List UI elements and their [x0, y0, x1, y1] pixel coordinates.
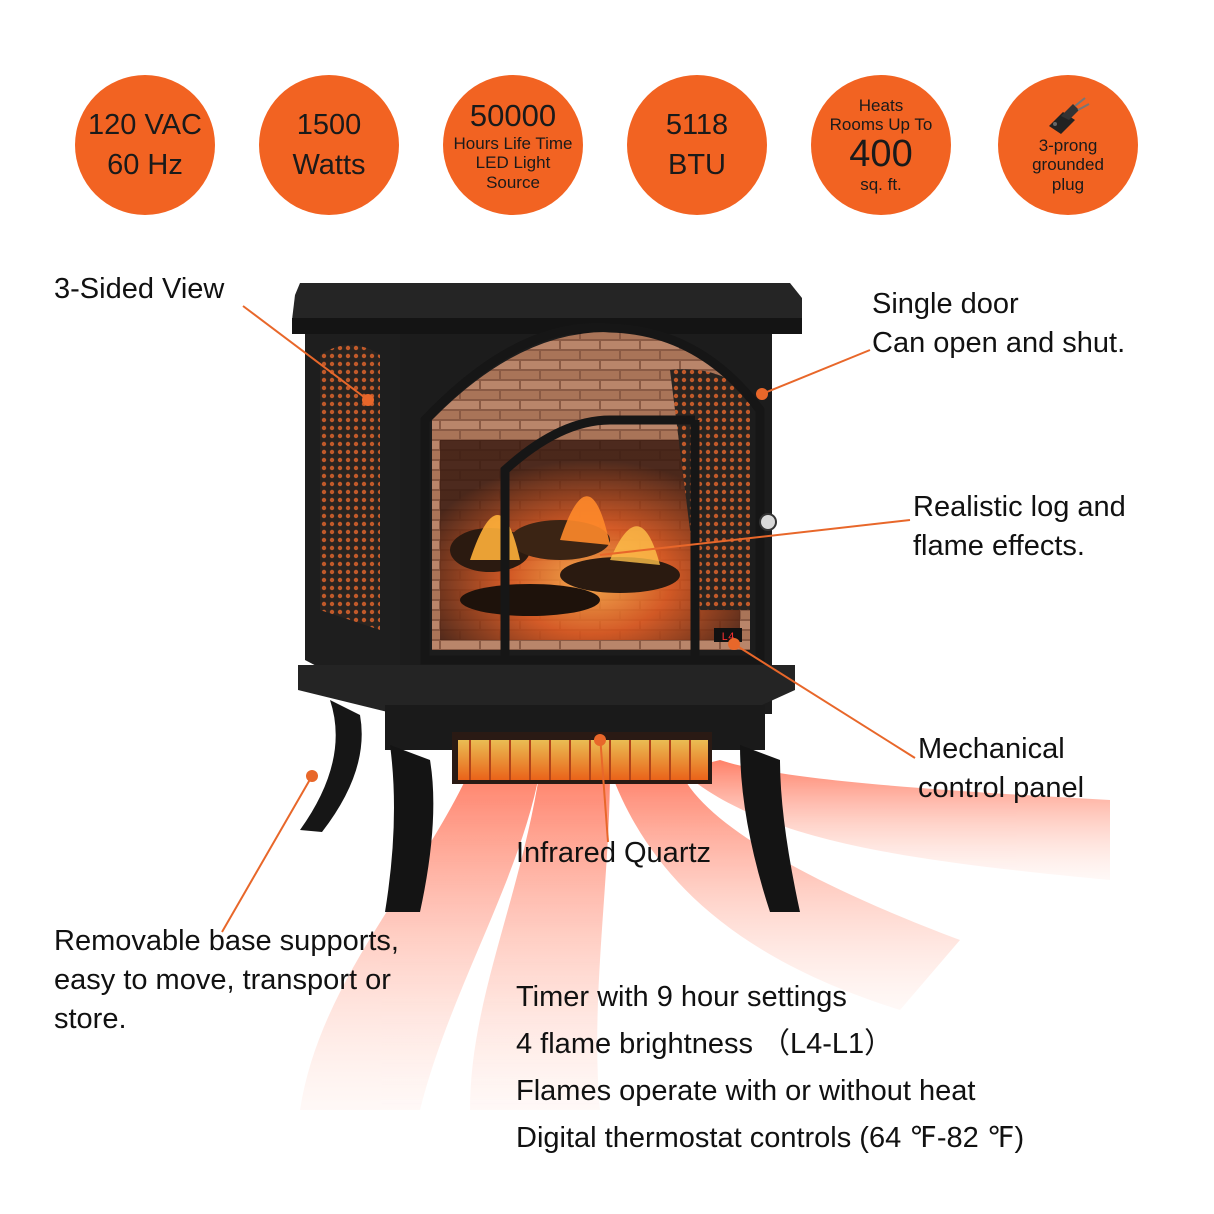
- badge-line: 50000: [469, 97, 557, 133]
- btu-badge: 5118 BTU: [627, 75, 767, 215]
- badge-line: 5118: [665, 108, 729, 141]
- badge-line: 3-prong: [1038, 135, 1098, 155]
- wattage-badge: 1500 Watts: [259, 75, 399, 215]
- badge-line: 60 Hz: [107, 149, 183, 181]
- spec-thermostat: Digital thermostat controls (64 ℉-82 ℉): [516, 1122, 1025, 1154]
- base-supports-label: Removable base supports, easy to move, t…: [54, 922, 399, 1039]
- label-line: Can open and shut.: [872, 327, 1126, 359]
- plug-badge: 3-prong grounded plug: [998, 75, 1138, 215]
- control-panel-label: Mechanical control panel: [918, 730, 1084, 808]
- badge-line: Hours Life Time: [453, 133, 573, 153]
- voltage-badge: 120 VAC 60 Hz: [75, 75, 215, 215]
- three-prong-plug-icon: [1049, 96, 1090, 134]
- label-line: easy to move, transport or: [54, 964, 391, 996]
- badge-line: 400: [849, 132, 913, 175]
- heating-area-badge: Heats Rooms Up To 400 sq. ft.: [811, 75, 951, 215]
- badge-line: Rooms Up To: [829, 115, 933, 135]
- spec-flame-brightness: 4 flame brightness （L4-L1）: [516, 1028, 894, 1060]
- label-line: Realistic log and: [913, 491, 1126, 523]
- spec-flame-heat: Flames operate with or without heat: [516, 1075, 976, 1107]
- badge-line: LED Light: [475, 153, 551, 173]
- single-door-label: Single door Can open and shut.: [872, 285, 1125, 363]
- spec-timer: Timer with 9 hour settings: [516, 981, 847, 1013]
- log-set: [450, 496, 680, 616]
- badge-line: 120 VAC: [88, 108, 202, 141]
- three-sided-view-label: 3-Sided View: [54, 273, 225, 305]
- badge-line: 1500: [296, 108, 362, 141]
- badge-line: Watts: [292, 149, 366, 181]
- badge-line: BTU: [668, 149, 726, 181]
- infrared-quartz-label: Infrared Quartz: [516, 837, 712, 869]
- badge-line: Heats: [858, 95, 904, 115]
- label-line: Mechanical: [918, 733, 1065, 765]
- led-life-badge: 50000 Hours Life Time LED Light Source: [443, 75, 583, 215]
- label-line: store.: [54, 1003, 127, 1035]
- label-line: flame effects.: [913, 530, 1085, 562]
- badge-line: plug: [1051, 174, 1085, 194]
- label-line: control panel: [918, 772, 1085, 804]
- badge-line: Source: [486, 172, 540, 192]
- badge-line: grounded: [1032, 155, 1104, 175]
- label-line: Removable base supports,: [54, 925, 399, 957]
- log-flame-label: Realistic log and flame effects.: [913, 488, 1126, 566]
- label-line: Single door: [872, 288, 1019, 320]
- badge-line: sq. ft.: [860, 174, 902, 194]
